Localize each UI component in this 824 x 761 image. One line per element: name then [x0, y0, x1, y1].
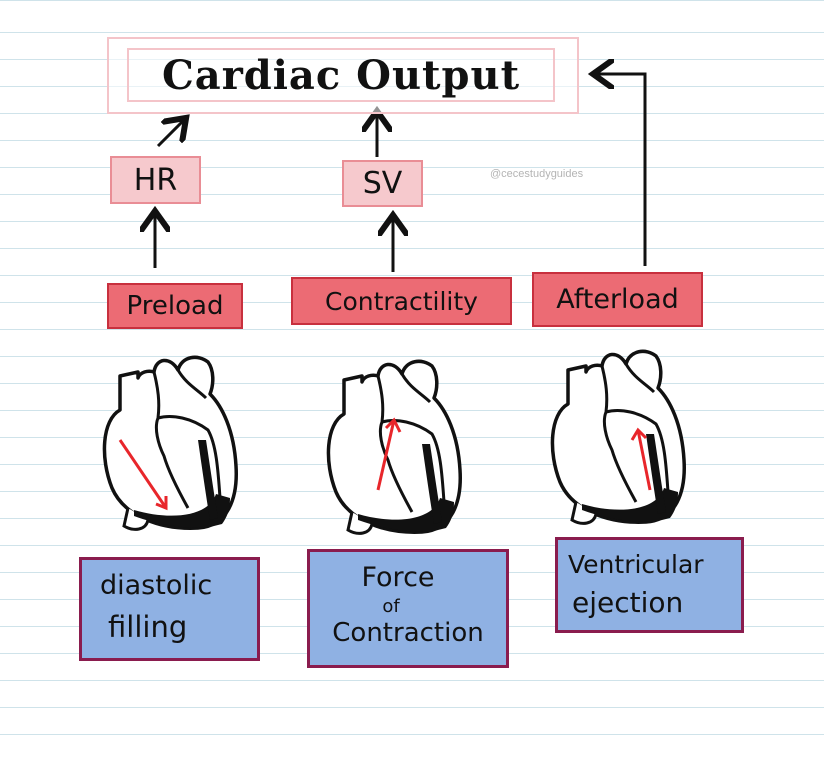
- desc-line: of: [382, 596, 400, 617]
- preload-box: Preload: [107, 283, 243, 329]
- sv-box: SV: [342, 160, 423, 207]
- force-of-contraction-box: Force of Contraction: [307, 549, 509, 668]
- contractility-label: Contractility: [325, 286, 478, 316]
- arrow-hr-to-cardiac-output: [156, 120, 184, 148]
- hr-label: HR: [133, 162, 178, 198]
- desc-line: diastolic: [100, 570, 213, 601]
- sv-label: SV: [362, 166, 403, 201]
- heart-force-of-contraction: [326, 359, 462, 535]
- desc-line: filling: [108, 610, 188, 644]
- desc-line: Contraction: [332, 618, 484, 648]
- heart-outline: [102, 355, 238, 530]
- afterload-label: Afterload: [556, 284, 679, 315]
- desc-line: Ventricular: [568, 550, 704, 579]
- heart-diastolic-filling: [102, 355, 238, 531]
- desc-line: ejection: [572, 586, 684, 619]
- hr-box: HR: [110, 156, 201, 204]
- heart-outline: [326, 359, 462, 534]
- title-box: Cardiac Output: [127, 48, 555, 102]
- afterload-box: Afterload: [532, 272, 703, 327]
- blood-flow-arrow: [376, 419, 396, 491]
- title: Cardiac Output: [161, 51, 521, 99]
- diastolic-filling-box: diastolic filling: [79, 557, 260, 661]
- blood-flow-arrow: [118, 439, 168, 509]
- blood-flow-arrow: [636, 429, 652, 491]
- ventricular-ejection-box: Ventricular ejection: [555, 537, 744, 633]
- desc-line: Force: [361, 562, 435, 593]
- heart-outline: [550, 349, 686, 524]
- watermark: @cecestudyguides: [490, 168, 584, 180]
- arrow-afterload-to-cardiac-output: [596, 74, 647, 266]
- preload-label: Preload: [126, 291, 224, 321]
- contractility-box: Contractility: [291, 277, 512, 325]
- heart-ventricular-ejection: [550, 349, 686, 525]
